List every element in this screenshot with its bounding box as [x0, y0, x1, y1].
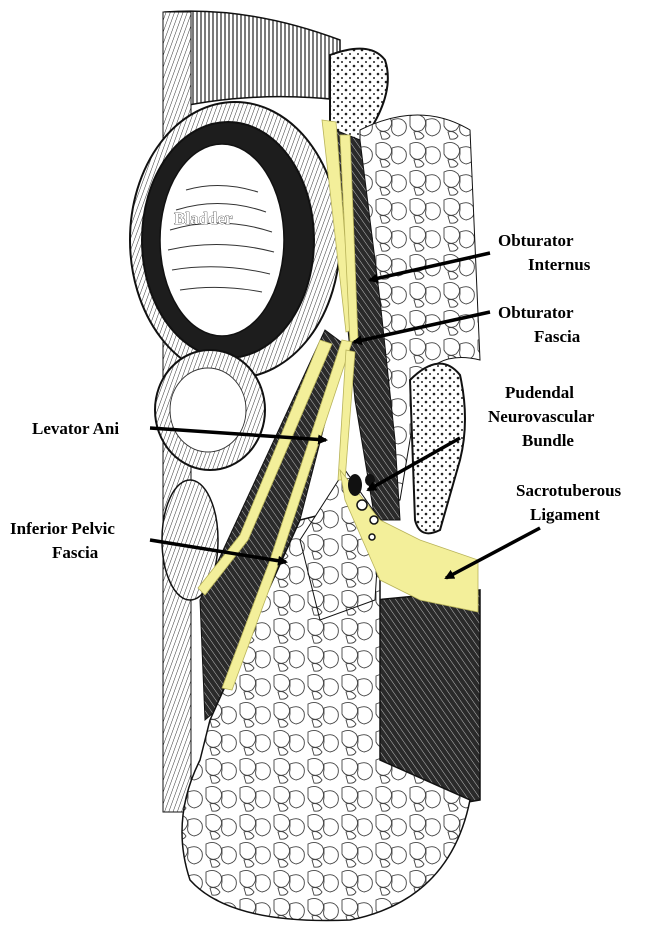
label-inferior-pelvic-fascia-1: Inferior Pelvic — [10, 519, 115, 538]
ischium — [410, 364, 465, 534]
label-inferior-pelvic-fascia-2: Fascia — [52, 543, 99, 562]
illustration — [130, 11, 480, 920]
label-obturator-internus-2: Internus — [528, 255, 591, 274]
label-levator-ani: Levator Ani — [32, 419, 119, 438]
label-pudendal-2: Neurovascular — [488, 407, 595, 426]
bladder-lumen — [160, 144, 284, 336]
label-pudendal-3: Bundle — [522, 431, 574, 450]
label-pudendal-1: Pudendal — [505, 383, 574, 402]
label-obturator-fascia-2: Fascia — [534, 327, 581, 346]
label-sacrotuberous-1: Sacrotuberous — [516, 481, 622, 500]
label-bladder: Bladder — [174, 209, 233, 228]
label-obturator-fascia-1: Obturator — [498, 303, 574, 322]
label-obturator-internus-1: Obturator — [498, 231, 574, 250]
label-sacrotuberous-2: Ligament — [530, 505, 600, 524]
arrow-icon — [446, 528, 540, 578]
